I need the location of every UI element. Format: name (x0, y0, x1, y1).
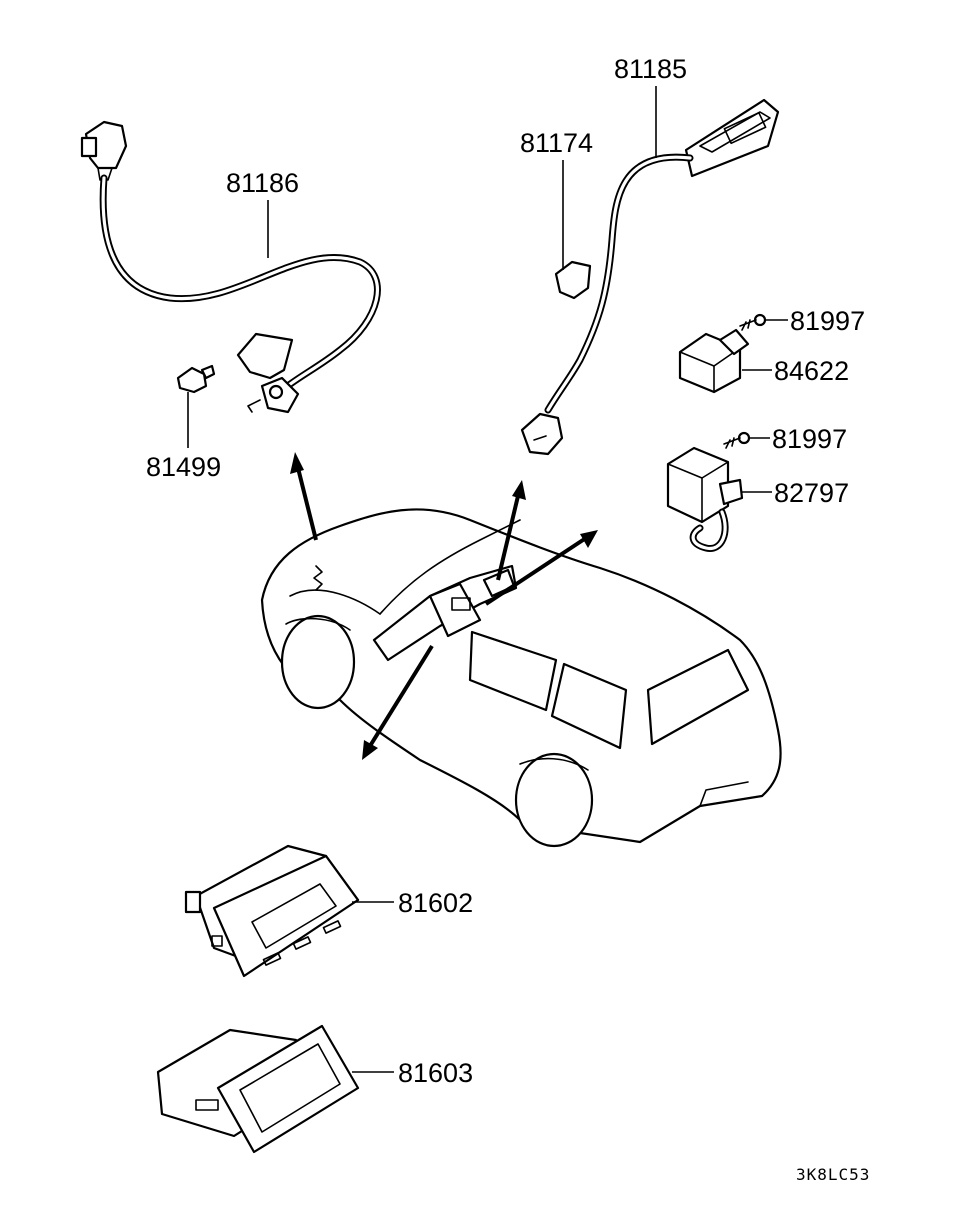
label-81997-bottom: 81997 (772, 424, 847, 454)
label-82797: 82797 (774, 478, 849, 508)
part-81602-illustration (184, 844, 360, 978)
label-81499: 81499 (146, 452, 221, 482)
module-82797 (666, 431, 751, 552)
clip-81174 (554, 160, 592, 300)
label-81186: 81186 (226, 168, 299, 198)
label-81997-top: 81997 (790, 306, 865, 336)
label-81602: 81602 (398, 888, 473, 918)
label-81603: 81603 (398, 1058, 473, 1088)
arrows (290, 452, 598, 760)
clip-81499 (176, 364, 216, 448)
label-81174: 81174 (520, 128, 593, 158)
label-81185: 81185 (614, 54, 687, 84)
harness-81186 (80, 120, 381, 414)
module-84622 (678, 313, 767, 394)
leader-lines (267, 86, 788, 1073)
part-81603-illustration (156, 1024, 360, 1154)
vehicle-illustration (260, 508, 782, 848)
diagram-code: 3K8LC53 (796, 1165, 870, 1184)
label-84622: 84622 (774, 356, 849, 386)
harness-81185 (520, 98, 780, 456)
